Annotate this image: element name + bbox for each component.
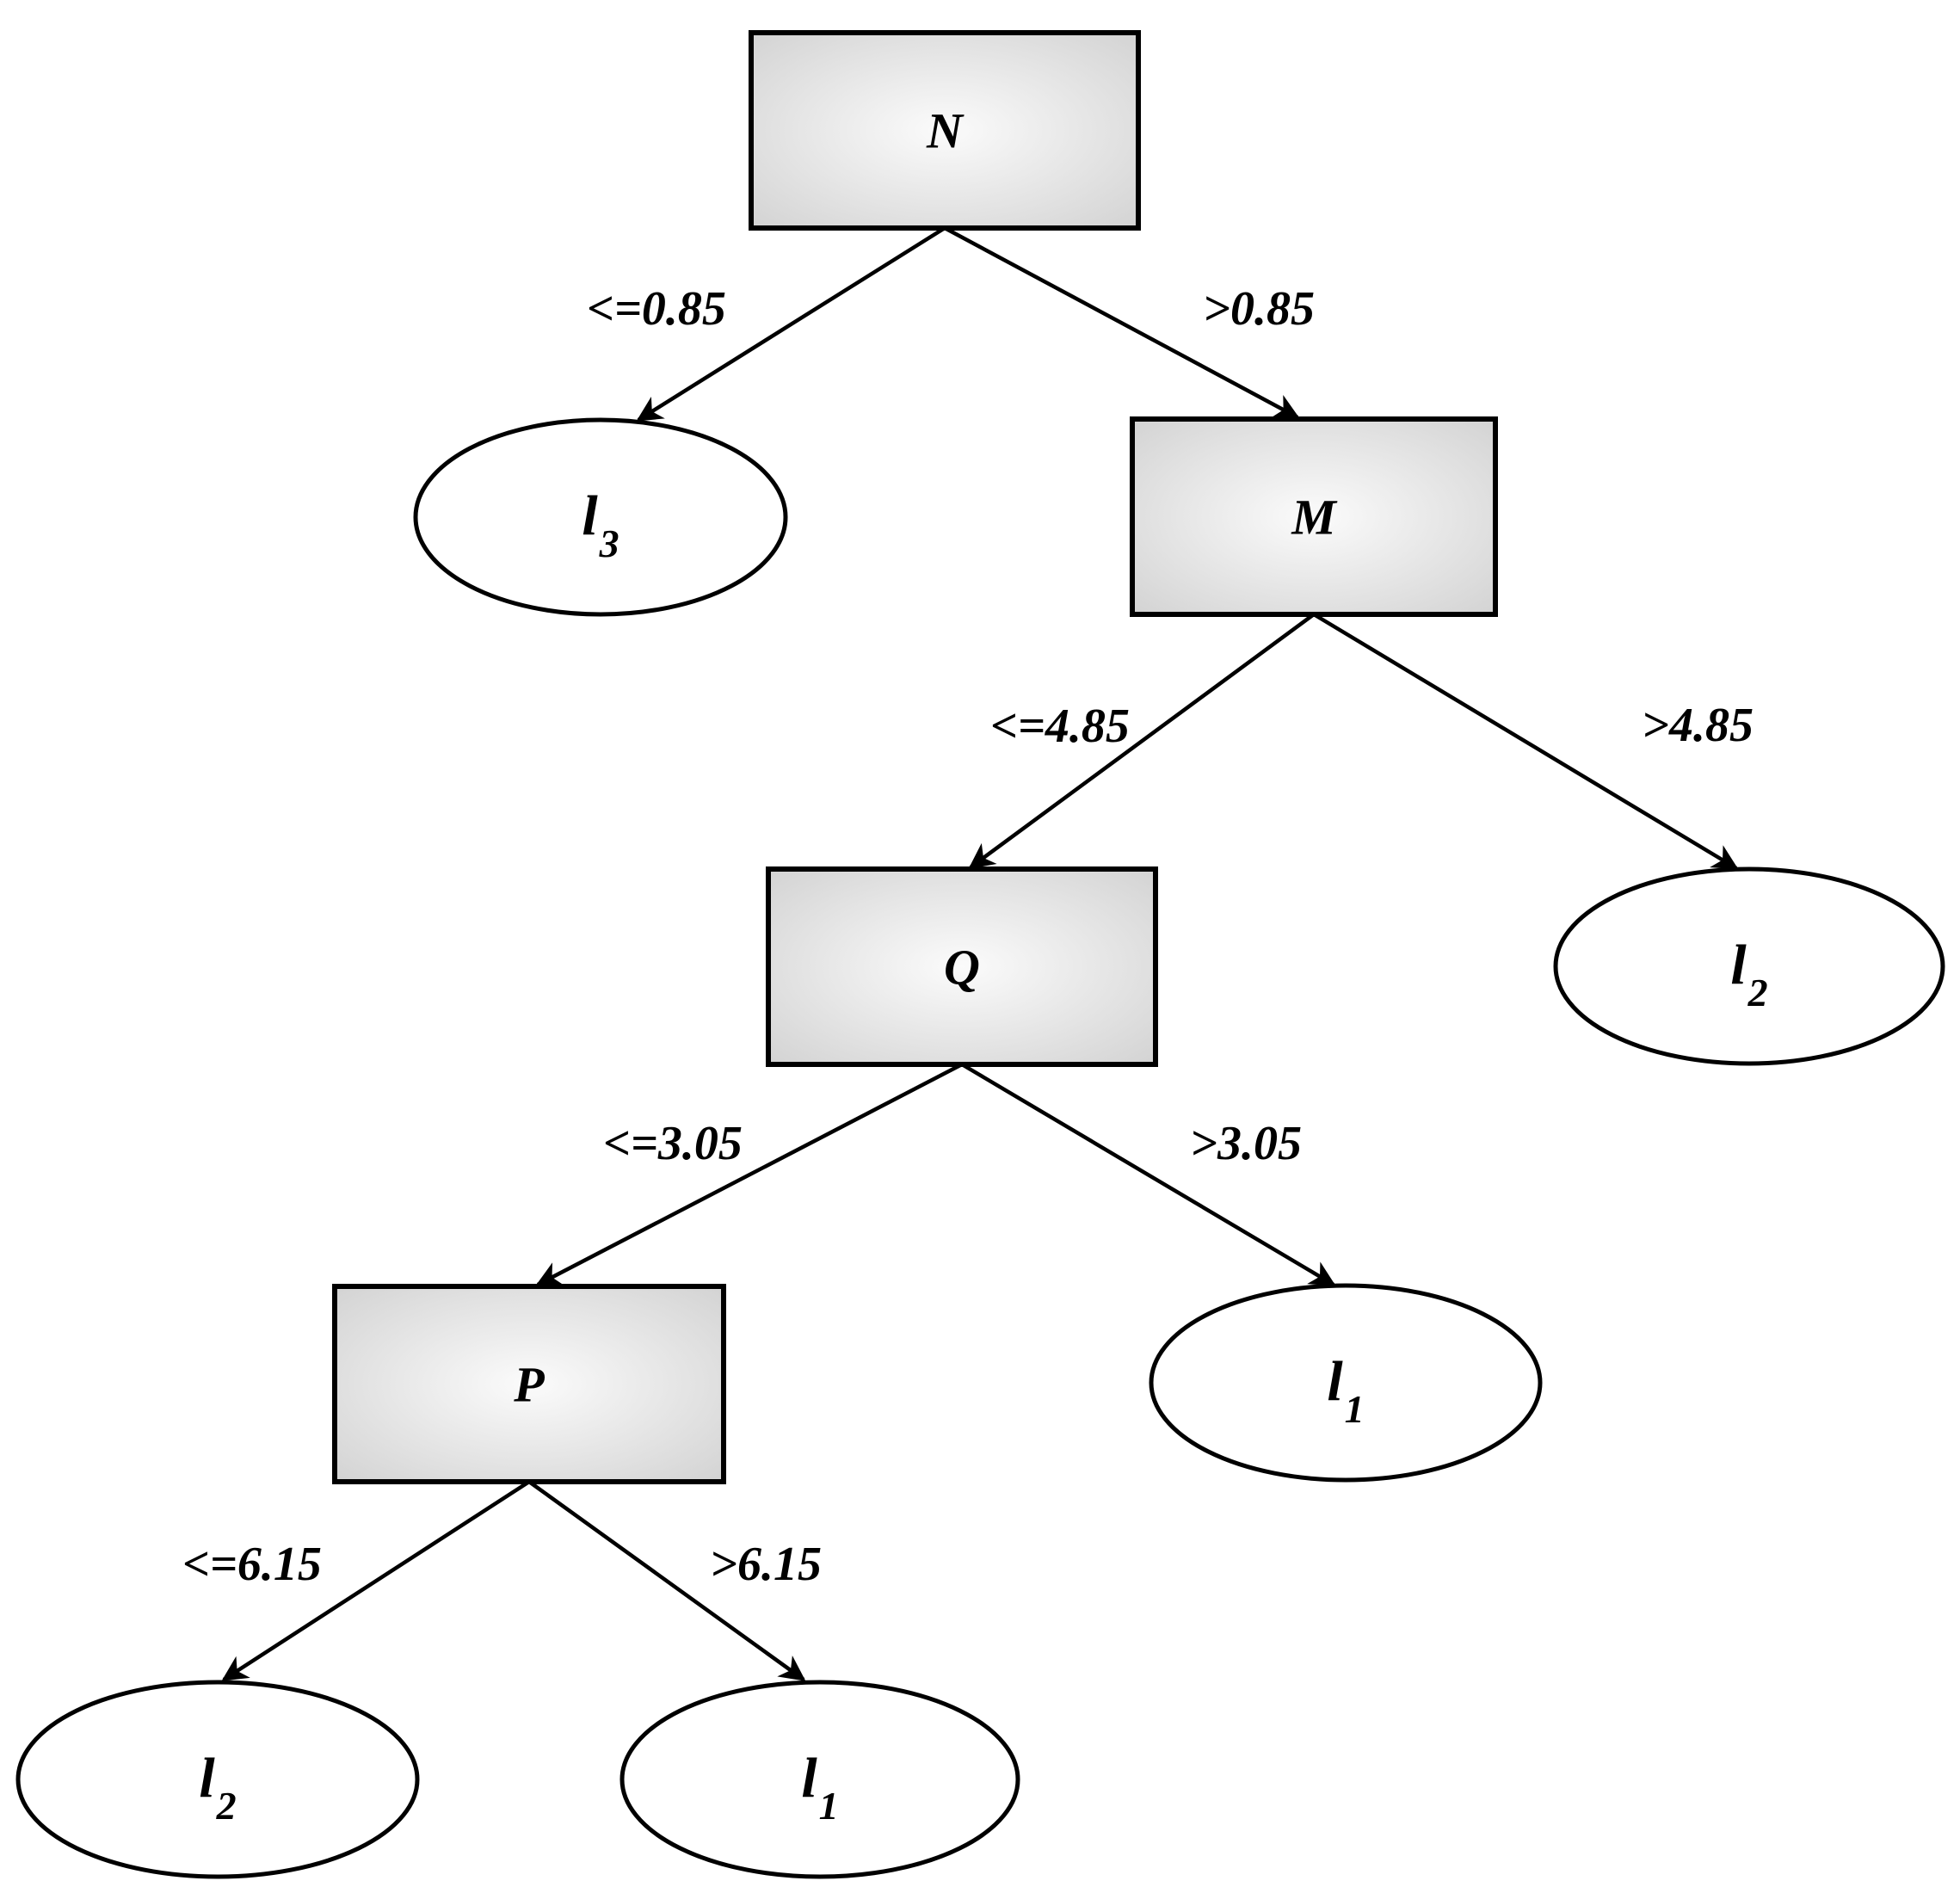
- leaf-node-l2_bottom: [15, 1680, 420, 1879]
- edge-label-Q-to-P: <=3.05: [603, 1117, 743, 1170]
- decision-node-label-M: M: [1291, 490, 1338, 546]
- decision-node-label-P: P: [513, 1357, 545, 1413]
- edge-P-to-l1_bottom: [527, 1480, 806, 1681]
- decision-node-N: [749, 30, 1141, 231]
- edge-Q-to-P: [535, 1063, 964, 1286]
- edge-M-to-l2_right: [1312, 613, 1739, 870]
- leaf-node-l1_mid: [1149, 1283, 1543, 1483]
- edge-M-to-Q: [968, 613, 1316, 869]
- labels-layer: N M Q Pl3 l2 l1 l2 l1 <=0.85 >0.85 <=4.85 >4.85 <=3.…: [182, 103, 1768, 1828]
- decision-node-P: [332, 1284, 726, 1484]
- edge-label-N-to-M: >0.85: [1203, 282, 1315, 336]
- edge-Q-to-l1_mid: [960, 1063, 1336, 1286]
- leaf-node-l3_left: [413, 417, 788, 617]
- edge-N-to-M: [943, 226, 1300, 419]
- edge-label-N-to-l3_left: <=0.85: [587, 282, 726, 336]
- node-shapes-layer: [15, 30, 1945, 1879]
- edges-layer: [221, 226, 1739, 1681]
- leaf-node-l2_right: [1553, 866, 1945, 1066]
- edge-label-P-to-l1_bottom: >6.15: [710, 1538, 822, 1591]
- leaf-node-label-l2_right: l2: [1730, 934, 1767, 1014]
- edge-label-P-to-l2_bottom: <=6.15: [182, 1538, 322, 1591]
- leaf-node-label-l2_bottom: l2: [199, 1747, 236, 1828]
- decision-node-Q: [766, 866, 1158, 1067]
- decision-node-label-Q: Q: [944, 940, 980, 996]
- leaf-node-label-l1_mid: l1: [1327, 1350, 1364, 1431]
- decision-node-M: [1130, 416, 1498, 617]
- edge-P-to-l2_bottom: [221, 1480, 531, 1681]
- decision-node-label-N: N: [926, 103, 965, 159]
- leaf-node-label-l1_bottom: l1: [801, 1747, 838, 1828]
- edge-label-M-to-Q: <=4.85: [990, 700, 1130, 753]
- leaf-node-label-l3_left: l3: [582, 484, 619, 565]
- edge-label-Q-to-l1_mid: >3.05: [1190, 1117, 1302, 1170]
- edge-N-to-l3_left: [636, 226, 946, 422]
- leaf-node-l1_bottom: [619, 1680, 1020, 1879]
- edge-label-M-to-l2_right: >4.85: [1642, 699, 1754, 752]
